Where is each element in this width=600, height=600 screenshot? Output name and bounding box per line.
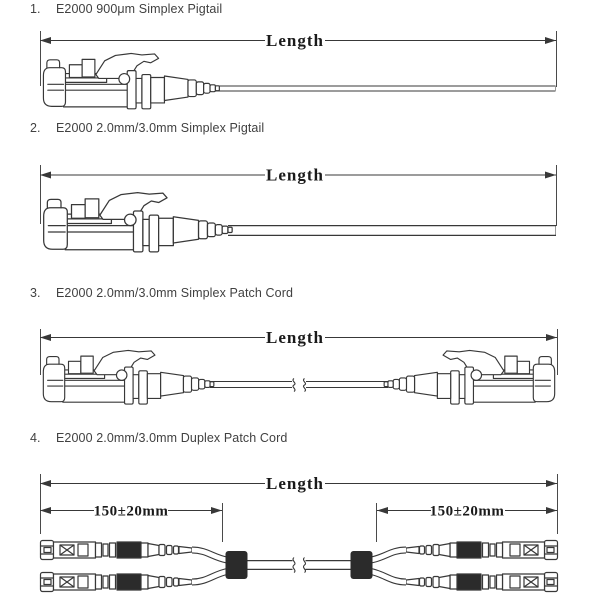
drawing-simplex-pigtail-900um: Length [40,31,557,110]
section-3-title: 3. E2000 2.0mm/3.0mm Simplex Patch Cord [30,286,293,300]
arrowhead-right [546,334,557,341]
length-dimension-label: Length [266,31,324,50]
section-1-number: 1. [30,2,41,16]
duplex-connector-pair-left [41,541,248,592]
e2000-connector-left [42,349,215,405]
fiber-cable [210,378,388,392]
section-2-title: 2. E2000 2.0mm/3.0mm Simplex Pigtail [30,121,264,135]
arrowhead-right [211,507,222,514]
duplex-middle-cable [245,557,353,573]
drawing-duplex-patch-cord: Length 150±20mm 150±20mm [0,474,600,600]
section-2-label: E2000 2.0mm/3.0mm Simplex Pigtail [56,121,265,135]
length-dimension-label: Length [266,166,324,185]
length-dimension: Length [40,165,557,226]
section-1-title: 1. E2000 900μm Simplex Pigtail [30,2,222,16]
arrowhead-right [546,507,557,514]
breakout-dimension-right-label: 150±20mm [430,504,505,520]
duplex-connector-pair-right [351,541,558,592]
e2000-connector-right [383,349,556,405]
breakout-dimension-right: 150±20mm [376,503,557,542]
arrowhead-left [40,507,51,514]
arrowhead-left [40,37,51,44]
arrowhead-left [40,334,51,341]
section-3-number: 3. [30,286,41,300]
drawing-simplex-pigtail-3mm: Length [40,165,557,253]
arrowhead-left [40,171,51,179]
section-2-number: 2. [30,121,41,135]
cable-break-symbol [292,378,307,392]
length-dimension-label: Length [266,328,324,347]
arrowhead-left [40,480,51,487]
length-dimension-label: Length [266,474,324,493]
breakout-dimension-left: 150±20mm [40,503,223,542]
drawing-simplex-patch-cord: Length [40,328,558,405]
cable-break-symbol [292,557,307,573]
breakout-dimension-left-label: 150±20mm [94,504,169,520]
arrowhead-right [546,480,557,487]
arrowhead-right [545,171,556,179]
length-dimension: Length [40,474,558,534]
section-4-title: 4. E2000 2.0mm/3.0mm Duplex Patch Cord [30,431,287,445]
section-4-number: 4. [30,431,41,445]
length-dimension: Length [40,328,558,375]
section-3-label: E2000 2.0mm/3.0mm Simplex Patch Cord [56,286,294,300]
arrowhead-left [377,507,388,514]
e2000-connector [43,191,233,253]
e2000-connector [42,52,220,110]
arrowhead-right [545,37,556,44]
section-4-label: E2000 2.0mm/3.0mm Duplex Patch Cord [56,431,288,445]
section-1-label: E2000 900μm Simplex Pigtail [56,2,223,16]
length-dimension: Length [40,31,557,87]
